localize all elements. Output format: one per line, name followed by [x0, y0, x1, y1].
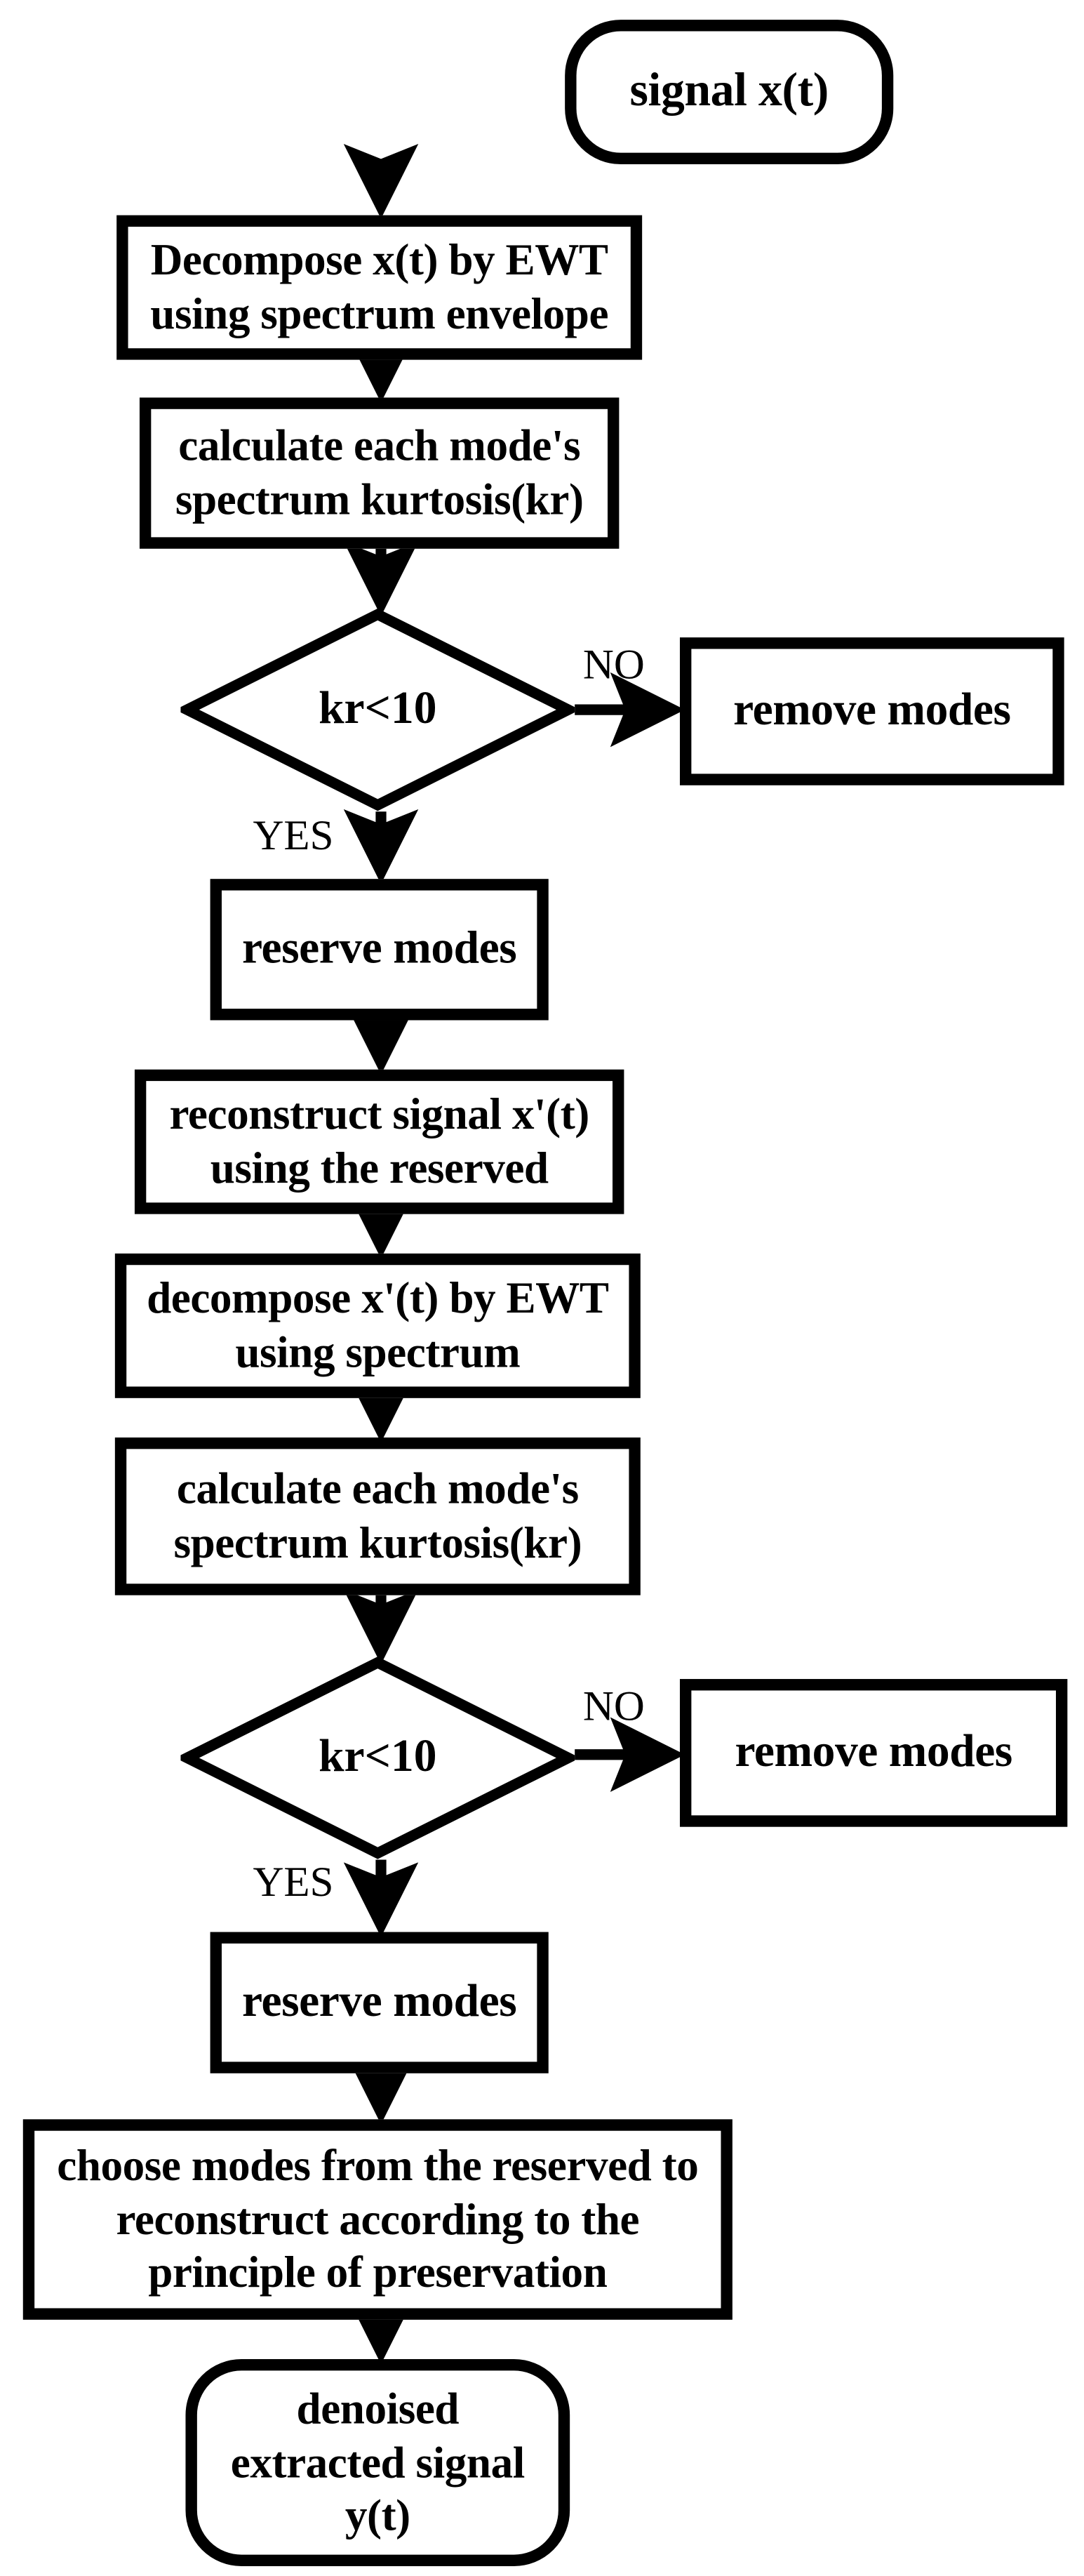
node-reserve-modes-1[interactable]: reserve modes	[210, 879, 549, 1021]
node-calculate-kurtosis-2-label: calculate each mode's spectrum kurtosis(…	[173, 1463, 582, 1567]
node-calculate-kurtosis-2[interactable]: calculate each mode's spectrum kurtosis(…	[114, 1437, 641, 1595]
node-reserve-modes-2-label: reserve modes	[242, 1976, 517, 2028]
node-decompose-ewt-envelope[interactable]: Decompose x(t) by EWT using spectrum env…	[116, 215, 643, 360]
node-decision-kr-1[interactable]: kr<10	[180, 608, 575, 811]
node-decision-kr-2-label: kr<10	[319, 1731, 437, 1783]
node-reconstruct-signal-label: reconstruct signal x'(t) using the reser…	[169, 1089, 589, 1193]
node-denoised-output[interactable]: denoised extracted signal y(t)	[185, 2359, 570, 2566]
edge-label-no-1: NO	[582, 640, 645, 689]
diamond-shape-icon	[180, 608, 575, 811]
node-choose-modes[interactable]: choose modes from the reserved to recons…	[22, 2119, 732, 2320]
node-decision-kr-1-label: kr<10	[319, 683, 437, 735]
node-calculate-kurtosis-1-label: calculate each mode's spectrum kurtosis(…	[175, 420, 584, 524]
node-decompose-ewt-spectrum[interactable]: decompose x'(t) by EWT using spectrum	[114, 1253, 641, 1398]
node-signal-input-label: signal x(t)	[629, 65, 829, 117]
node-reconstruct-signal[interactable]: reconstruct signal x'(t) using the reser…	[134, 1069, 624, 1214]
node-decompose-ewt-envelope-label: Decompose x(t) by EWT using spectrum env…	[150, 234, 609, 339]
edge-label-no-2: NO	[582, 1682, 645, 1730]
edge-label-yes-2: YES	[253, 1858, 334, 1906]
node-remove-modes-2[interactable]: remove modes	[679, 1679, 1068, 1827]
node-signal-input[interactable]: signal x(t)	[565, 20, 894, 165]
edge-label-yes-1: YES	[253, 811, 334, 860]
node-decompose-ewt-spectrum-label: decompose x'(t) by EWT using spectrum	[147, 1273, 609, 1377]
node-denoised-output-label: denoised extracted signal y(t)	[230, 2383, 525, 2541]
node-reserve-modes-2[interactable]: reserve modes	[210, 1932, 549, 2073]
node-remove-modes-1[interactable]: remove modes	[679, 637, 1064, 785]
node-reserve-modes-1-label: reserve modes	[242, 923, 517, 974]
node-calculate-kurtosis-1[interactable]: calculate each mode's spectrum kurtosis(…	[139, 397, 620, 549]
node-remove-modes-2-label: remove modes	[735, 1726, 1012, 1778]
node-decision-kr-2[interactable]: kr<10	[180, 1656, 575, 1859]
node-remove-modes-1-label: remove modes	[733, 684, 1011, 736]
diamond-shape-icon	[180, 1657, 575, 1859]
node-choose-modes-label: choose modes from the reserved to recons…	[57, 2139, 699, 2298]
